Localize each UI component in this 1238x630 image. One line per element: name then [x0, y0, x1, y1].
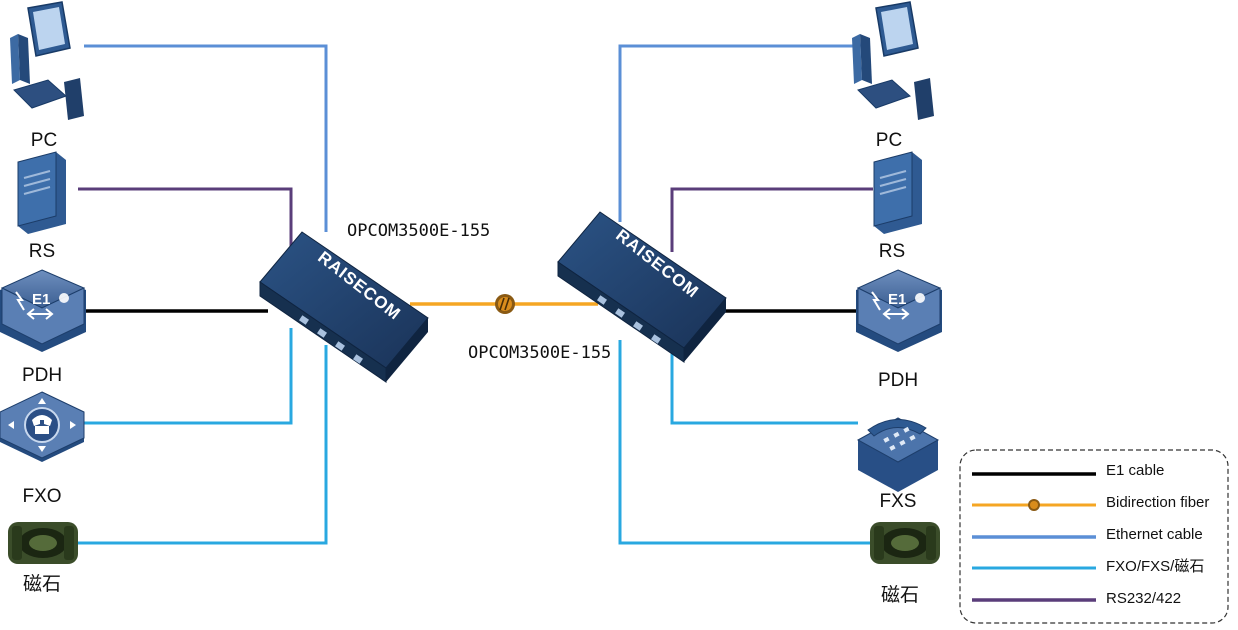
legend: E1 cable Bidirection fiber Ethernet cabl… — [959, 449, 1229, 624]
right-pc-label: PC — [876, 130, 902, 151]
legend-ethernet-label: Ethernet cable — [1106, 526, 1203, 543]
link-left-rs-rs232 — [78, 187, 293, 258]
right-device-model-label: OPCOM3500E-155 — [468, 343, 611, 363]
left-fxo-icon — [0, 391, 85, 462]
legend-fiber-marker-icon — [1028, 499, 1040, 511]
legend-e1-label: E1 cable — [1106, 462, 1164, 479]
right-magneto-phone-icon — [870, 522, 940, 564]
left-magneto-label: 磁石 — [23, 573, 61, 595]
link-left-fxo-line — [84, 328, 293, 425]
link-right-fxs-line — [670, 345, 858, 425]
link-left-pc-ethernet — [84, 44, 328, 232]
legend-rs232-label: RS232/422 — [1106, 590, 1181, 607]
right-rs-icon — [873, 151, 922, 234]
left-pdh-icon: E1 — [0, 269, 86, 352]
fiber-marker-icon — [495, 294, 515, 314]
right-fxs-label: FXS — [880, 491, 917, 512]
left-fxo-label: FXO — [22, 486, 61, 507]
left-pc-label: PC — [31, 130, 57, 151]
right-magneto-label: 磁石 — [881, 584, 919, 606]
right-fxs-phone-icon — [856, 417, 940, 492]
left-pdh-e1-text: E1 — [32, 291, 50, 308]
left-magneto-phone-icon — [8, 522, 78, 564]
link-right-magneto-line — [618, 340, 870, 545]
left-rs-icon — [17, 151, 66, 234]
right-device-opcom: RAISECOM — [557, 211, 727, 363]
right-pdh-icon: E1 — [856, 269, 942, 352]
left-device-model-label: OPCOM3500E-155 — [347, 221, 490, 241]
left-device-opcom: RAISECOM — [259, 231, 429, 383]
right-pdh-label: PDH — [878, 370, 918, 391]
right-pdh-e1-text: E1 — [888, 291, 906, 308]
legend-fiber-label: Bidirection fiber — [1106, 494, 1209, 511]
link-right-rs-rs232 — [670, 187, 873, 252]
left-pc-icon — [10, 1, 84, 120]
link-right-pc-ethernet — [618, 44, 858, 222]
right-rs-label: RS — [879, 241, 905, 262]
left-pdh-label: PDH — [22, 365, 62, 386]
right-pc-icon — [852, 1, 934, 120]
legend-fxo-fxs-label: FXO/FXS/磁石 — [1106, 558, 1204, 575]
link-left-magneto-line — [78, 345, 328, 545]
left-rs-label: RS — [29, 241, 55, 262]
